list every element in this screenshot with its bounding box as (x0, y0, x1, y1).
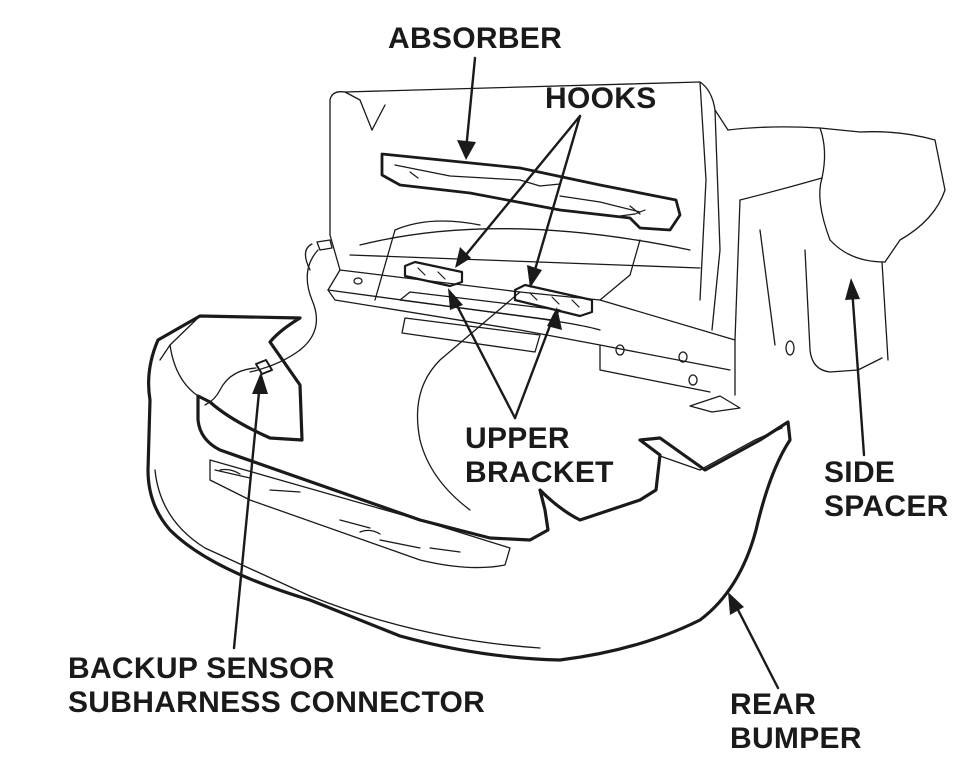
hook-brackets (403, 260, 594, 318)
backup-sensor-label-line2: SUBHARNESS CONNECTOR (68, 686, 486, 719)
absorber-part (380, 152, 682, 232)
backup-sensor-label: BACKUP SENSOR SUBHARNESS CONNECTOR (68, 652, 485, 720)
arrowheads (252, 140, 860, 615)
leader-lines (232, 56, 866, 690)
rear-bumper-label-line2: BUMPER (730, 722, 862, 755)
side-spacer-label: SIDE SPACER (824, 456, 949, 524)
side-spacer-label-line1: SIDE (824, 456, 896, 489)
rear-bumper-label: REAR BUMPER (730, 688, 862, 756)
upper-bracket-label-line2: BRACKET (465, 456, 614, 489)
backup-sensor-label-line1: BACKUP SENSOR (68, 652, 335, 685)
side-spacer-label-line2: SPACER (824, 490, 949, 523)
hooks-label: HOOKS (545, 82, 657, 115)
absorber-label: ABSORBER (388, 22, 563, 55)
rear-bumper-label-line1: REAR (730, 688, 817, 721)
upper-bracket-label-line1: UPPER (465, 422, 570, 455)
upper-bracket-label: UPPER BRACKET (465, 422, 614, 490)
